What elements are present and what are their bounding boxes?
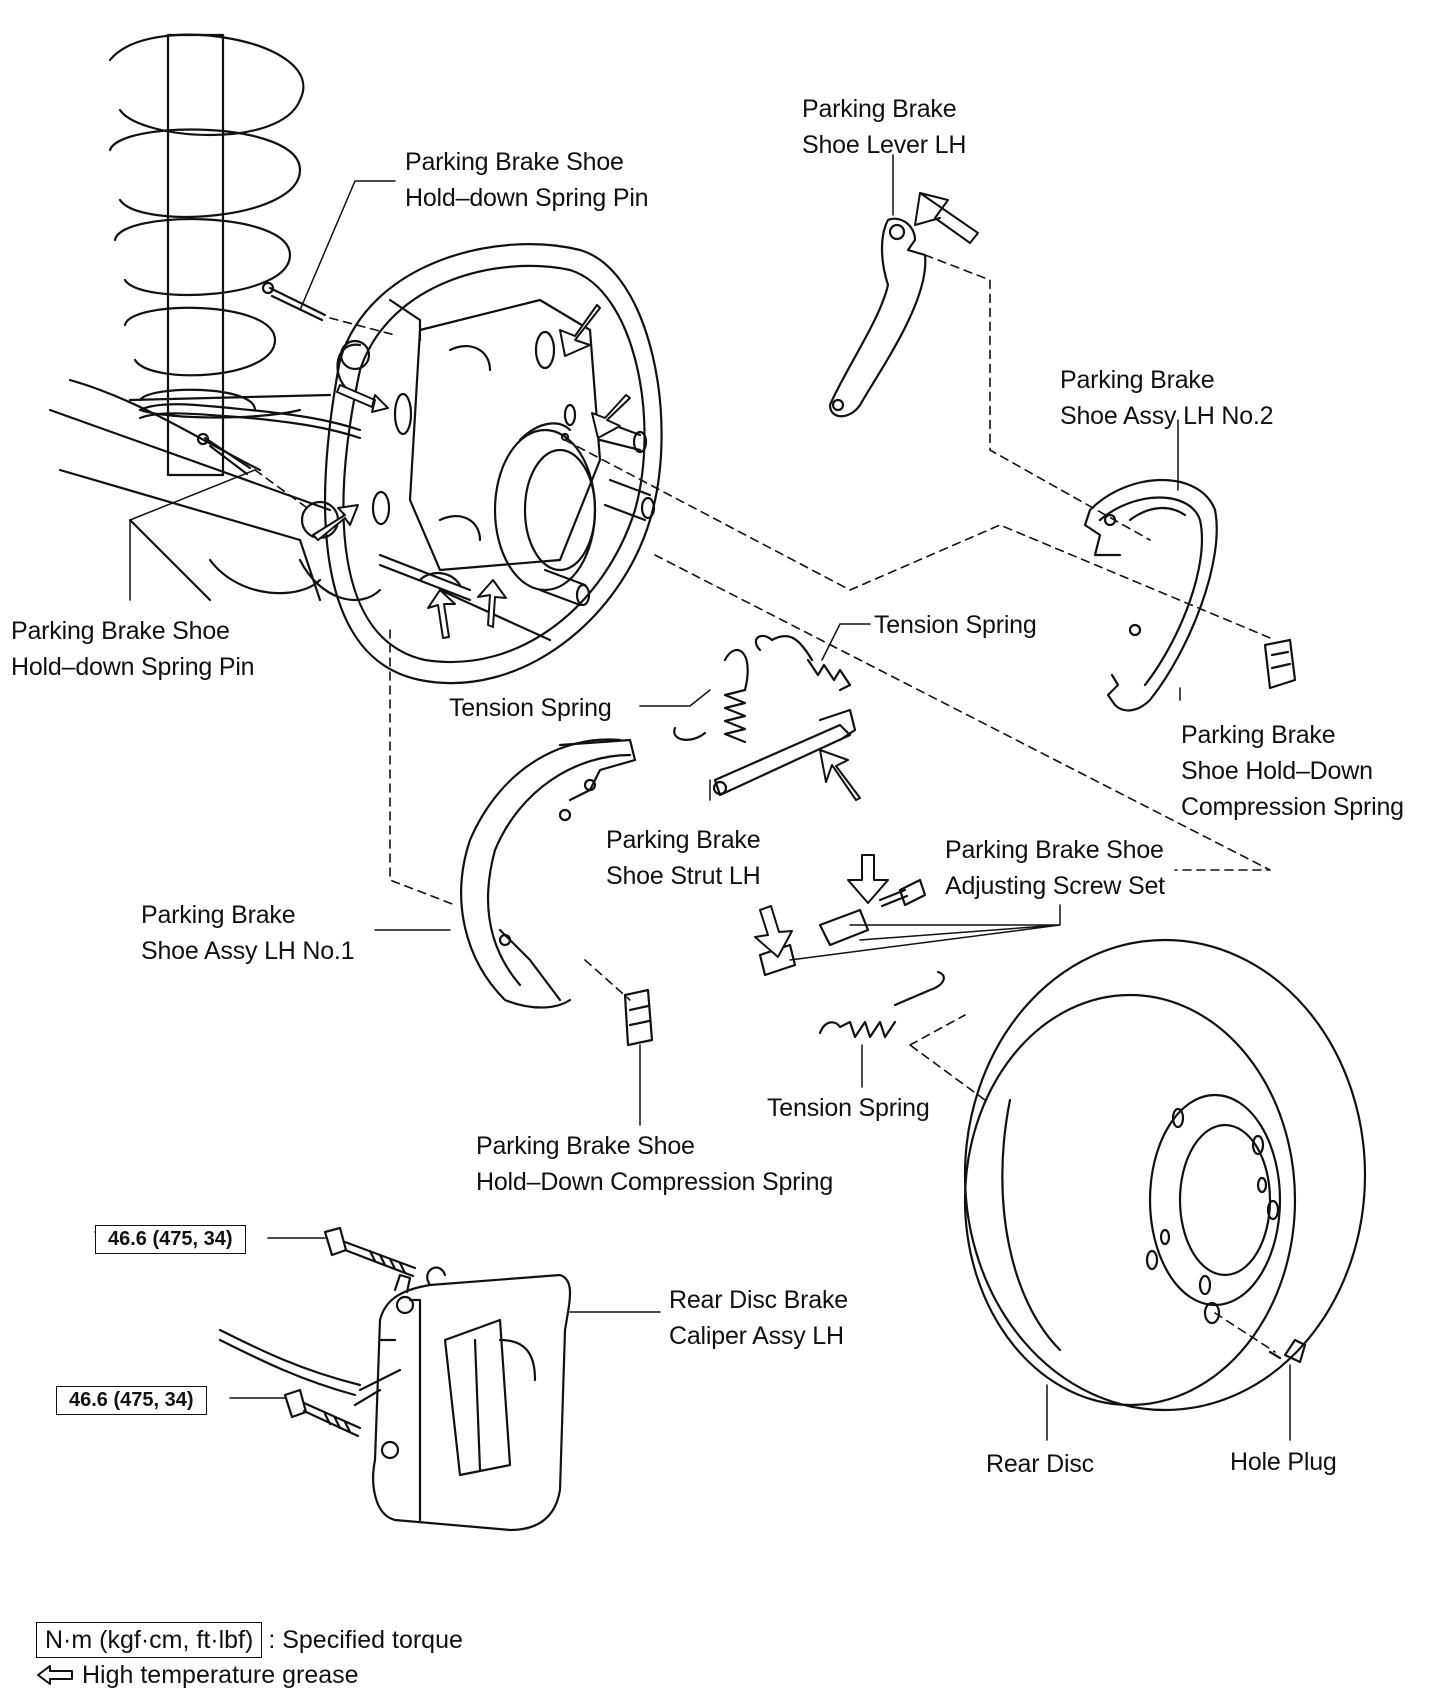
torque-spec-upper: 46.6 (475, 34) <box>95 1225 246 1254</box>
holddown-spring-right-part <box>1263 638 1297 690</box>
label-line: Hold–down Spring Pin <box>11 653 255 681</box>
label-rear-disc: Rear Disc <box>986 1450 1094 1478</box>
leader-lines <box>129 154 1291 1441</box>
shoe-strut-part <box>712 708 857 797</box>
label-line: Compression Spring <box>1181 793 1404 821</box>
grease-arrow-icon <box>477 579 507 628</box>
tension-spring-left-part <box>673 649 749 744</box>
label-line: Parking Brake Shoe <box>945 836 1164 864</box>
label-caliper: Rear Disc Brake Caliper Assy LH <box>669 1282 848 1354</box>
label-holddown-pin-left: Parking Brake Shoe Hold–down Spring Pin <box>11 613 255 685</box>
label-line: Parking Brake <box>141 901 296 929</box>
label-line: Hold–Down Compression Spring <box>476 1168 834 1196</box>
label-line: Shoe Lever LH <box>802 131 967 159</box>
grease-arrow-icon <box>37 1665 73 1685</box>
label-line: Adjusting Screw Set <box>945 872 1165 900</box>
grease-arrow-icon <box>427 589 456 639</box>
label-line: Shoe Hold–Down <box>1181 757 1373 785</box>
hole-plug-part <box>1268 1338 1307 1364</box>
shoe-assy-no1-part <box>460 738 637 1009</box>
backing-plate-slots <box>371 330 577 526</box>
label-line: Shoe Assy LH No.2 <box>1060 402 1274 430</box>
legend-grease-text: High temperature grease <box>82 1661 359 1689</box>
label-line: Parking Brake <box>802 95 957 123</box>
caliper-part <box>353 1266 572 1532</box>
holddown-pin-top-part <box>261 281 327 322</box>
grease-arrow-icon <box>754 905 793 958</box>
tension-spring-top-part <box>754 634 852 692</box>
label-line: Parking Brake <box>606 826 761 854</box>
shoe-lever-part <box>828 217 927 418</box>
label-line: Parking Brake Shoe <box>476 1132 695 1160</box>
label-holddown-pin-top: Parking Brake Shoe Hold–down Spring Pin <box>405 144 649 216</box>
grease-arrow-icon <box>914 192 979 244</box>
label-holddown-spring-bottom: Parking Brake Shoe Hold–Down Compression… <box>476 1128 833 1200</box>
legend-grease-row: High temperature grease <box>36 1658 463 1692</box>
legend: N·m (kgf·cm, ft·lbf) : Specified torque … <box>36 1622 463 1692</box>
label-shoe-assy-no1: Parking Brake Shoe Assy LH No.1 <box>141 897 355 969</box>
holddown-spring-bottom-part <box>623 988 654 1047</box>
bleeder-screw <box>393 1273 412 1294</box>
label-line: Rear Disc Brake <box>669 1286 848 1314</box>
holddown-pin-left-part <box>196 432 252 476</box>
grease-arrow-icon <box>847 854 889 904</box>
label-line: Shoe Assy LH No.1 <box>141 937 355 965</box>
label-shoe-assy-no2: Parking Brake Shoe Assy LH No.2 <box>1060 362 1274 434</box>
label-line: Shoe Strut LH <box>606 862 761 890</box>
label-shoe-lever: Parking Brake Shoe Lever LH <box>802 91 966 163</box>
legend-torque-text: : Specified torque <box>268 1626 463 1654</box>
label-adjusting-screw-set: Parking Brake Shoe Adjusting Screw Set <box>945 832 1165 904</box>
grease-arrow-icon <box>819 749 861 801</box>
label-line: Caliper Assy LH <box>669 1322 844 1350</box>
label-line: Parking Brake <box>1060 366 1215 394</box>
label-tension-spring-bottom: Tension Spring <box>767 1094 930 1122</box>
caliper-bolt-upper-part <box>323 1226 417 1278</box>
adjusting-screw-set-part <box>758 878 927 977</box>
caliper-bolt-lower-part <box>283 1388 362 1438</box>
label-shoe-strut: Parking Brake Shoe Strut LH <box>606 822 761 894</box>
backing-plate <box>298 243 663 685</box>
grease-arrow-icon <box>591 394 631 439</box>
label-hole-plug: Hole Plug <box>1230 1448 1337 1476</box>
grease-arrow-icon <box>312 504 359 541</box>
torque-spec-lower: 46.6 (475, 34) <box>56 1386 207 1415</box>
grease-arrow-icon <box>336 384 389 413</box>
grease-arrows <box>312 192 979 958</box>
rear-disc-part <box>963 938 1367 1412</box>
label-line: Parking Brake Shoe <box>405 148 624 176</box>
label-tension-spring-right: Tension Spring <box>874 611 1037 639</box>
label-line: Hold–down Spring Pin <box>405 184 649 212</box>
label-line: Parking Brake <box>1181 721 1336 749</box>
label-line: Parking Brake Shoe <box>11 617 230 645</box>
assembly-lines <box>254 254 1276 1353</box>
shoe-assy-no2-part <box>1083 478 1218 712</box>
suspension-coil-spring <box>108 33 305 477</box>
axle-hub <box>408 298 656 607</box>
legend-torque-row: N·m (kgf·cm, ft·lbf) : Specified torque <box>36 1622 463 1658</box>
tension-spring-bottom-part <box>818 970 945 1039</box>
legend-torque-box: N·m (kgf·cm, ft·lbf) <box>36 1622 263 1658</box>
grease-arrow-icon <box>559 304 601 357</box>
parking-cable <box>138 403 362 440</box>
brake-hose <box>218 1328 362 1397</box>
label-holddown-spring-right: Parking Brake Shoe Hold–Down Compression… <box>1181 717 1404 825</box>
plate-spring-detail <box>378 553 552 642</box>
label-tension-spring-left: Tension Spring <box>449 694 612 722</box>
